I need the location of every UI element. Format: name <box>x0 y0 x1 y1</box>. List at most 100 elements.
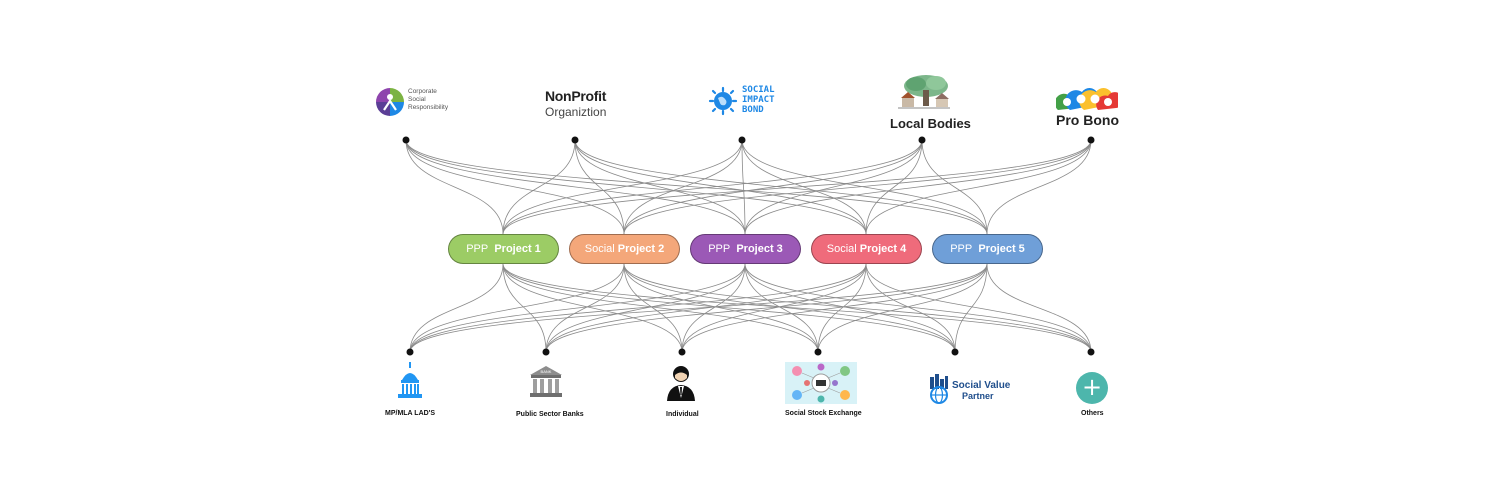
social-value-subtitle: Partner <box>962 391 994 401</box>
project-2-label: Project 2 <box>617 243 665 255</box>
link-top-1-project-1 <box>574 139 625 235</box>
pro-bono-label: Pro Bono <box>1056 112 1119 128</box>
social-stock-exchange-label: Social Stock Exchange <box>785 410 862 417</box>
link-project-2-bottom-5 <box>744 263 1092 353</box>
public-sector-banks-node: BANK Public Sector Banks <box>510 364 590 422</box>
link-top-3-project-3 <box>865 139 923 235</box>
nonprofit-subtitle: Organiztion <box>545 105 607 119</box>
globe-city-icon <box>930 374 948 404</box>
link-project-4-bottom-2 <box>681 263 988 353</box>
link-project-0-bottom-0 <box>409 263 504 353</box>
link-project-4-bottom-3 <box>817 263 988 353</box>
link-top-1-project-0 <box>502 139 576 235</box>
others-label: Others <box>1081 410 1104 417</box>
bottom-node-dot-5 <box>1087 348 1095 356</box>
csr-line-3: Responsibility <box>408 104 449 111</box>
link-project-0-bottom-3 <box>502 263 819 353</box>
link-project-3-bottom-5 <box>865 263 1092 353</box>
nonprofit-logo: NonProfit Organiztion <box>545 88 625 120</box>
project-4-pill: Social Project 4 <box>811 234 922 264</box>
project-4-prefix: Social <box>826 243 857 255</box>
top-node-dot-0 <box>402 136 410 144</box>
top-node-dot-2 <box>738 136 746 144</box>
link-project-3-bottom-2 <box>681 263 867 353</box>
link-project-0-bottom-4 <box>502 263 956 353</box>
public-sector-banks-label: Public Sector Banks <box>516 411 584 418</box>
bottom-node-dot-2 <box>678 348 686 356</box>
tree-village-icon <box>898 75 950 109</box>
globe-splash-icon <box>708 86 738 116</box>
csr-line-2: Social <box>408 96 426 103</box>
project-1-prefix: PPP <box>466 243 489 255</box>
bottom-node-dot-0 <box>406 348 414 356</box>
nonprofit-title: NonProfit <box>545 88 607 104</box>
link-project-4-bottom-0 <box>409 263 988 353</box>
link-top-2-project-1 <box>623 139 743 235</box>
capitol-building-icon <box>398 362 422 398</box>
bottom-node-dot-3 <box>814 348 822 356</box>
link-top-2-project-3 <box>741 139 867 235</box>
link-top-4-project-0 <box>502 139 1092 235</box>
link-top-1-project-3 <box>574 139 867 235</box>
project-2-pill: Social Project 2 <box>569 234 680 264</box>
link-project-1-bottom-4 <box>623 263 956 353</box>
bank-sign-text: BANK <box>541 369 552 374</box>
mp-mla-label: MP/MLA LAD'S <box>385 410 436 417</box>
project-3-pill: PPP Project 3 <box>690 234 801 264</box>
link-top-3-project-1 <box>623 139 923 235</box>
bottom-node-dot-1 <box>542 348 550 356</box>
link-project-4-bottom-4 <box>954 263 988 353</box>
link-project-1-bottom-1 <box>545 263 625 353</box>
link-project-2-bottom-1 <box>545 263 746 353</box>
project-3-prefix: PPP <box>708 243 731 255</box>
individual-label: Individual <box>666 411 699 418</box>
link-top-2-project-4 <box>741 139 988 235</box>
link-project-3-bottom-1 <box>545 263 867 353</box>
link-top-3-project-0 <box>502 139 923 235</box>
project-5-prefix: PPP <box>950 243 973 255</box>
social-stock-exchange-node: Social Stock Exchange <box>780 362 870 422</box>
link-top-1-project-4 <box>574 139 988 235</box>
link-project-1-bottom-3 <box>623 263 819 353</box>
project-5-pill: PPP Project 5 <box>932 234 1043 264</box>
link-top-3-project-2 <box>744 139 923 235</box>
mp-mla-node: MP/MLA LAD'S <box>380 362 440 422</box>
sib-line-3: BOND <box>742 105 764 115</box>
plus-circle-icon: + <box>1076 372 1108 404</box>
csr-emblem-icon <box>376 88 404 116</box>
link-top-0-project-0 <box>405 139 504 235</box>
link-project-2-bottom-4 <box>744 263 956 353</box>
link-project-1-bottom-5 <box>623 263 1092 353</box>
bank-building-icon: BANK <box>530 366 562 397</box>
link-project-2-bottom-0 <box>409 263 746 353</box>
link-project-0-bottom-2 <box>502 263 683 353</box>
local-bodies-logo: Local Bodies <box>888 74 978 132</box>
link-top-3-project-4 <box>921 139 988 235</box>
link-top-0-project-3 <box>405 139 867 235</box>
project-2-prefix: Social <box>584 243 615 255</box>
link-top-0-project-2 <box>405 139 746 235</box>
link-top-0-project-1 <box>405 139 625 235</box>
link-project-4-bottom-1 <box>545 263 988 353</box>
link-project-3-bottom-4 <box>865 263 956 353</box>
link-top-2-project-2 <box>741 139 746 235</box>
pro-bono-logo: Pro Bono <box>1054 82 1124 128</box>
link-project-0-bottom-1 <box>502 263 547 353</box>
social-impact-bond-logo: SOCIAL IMPACT BOND <box>708 84 788 118</box>
link-project-0-bottom-5 <box>502 263 1092 353</box>
project-3-label: Project 3 <box>736 243 783 255</box>
link-top-4-project-3 <box>865 139 1092 235</box>
others-node: + Others <box>1072 372 1116 422</box>
people-group-icon <box>1056 88 1118 110</box>
sib-line-2: IMPACT <box>742 95 775 105</box>
local-bodies-label: Local Bodies <box>890 116 971 131</box>
csr-line-1: Corporate <box>408 88 437 95</box>
link-project-3-bottom-3 <box>817 263 867 353</box>
individual-node: Individual <box>658 364 708 422</box>
link-project-1-bottom-0 <box>409 263 625 353</box>
bottom-node-dot-4 <box>951 348 959 356</box>
link-top-4-project-1 <box>623 139 1092 235</box>
link-project-2-bottom-3 <box>744 263 819 353</box>
